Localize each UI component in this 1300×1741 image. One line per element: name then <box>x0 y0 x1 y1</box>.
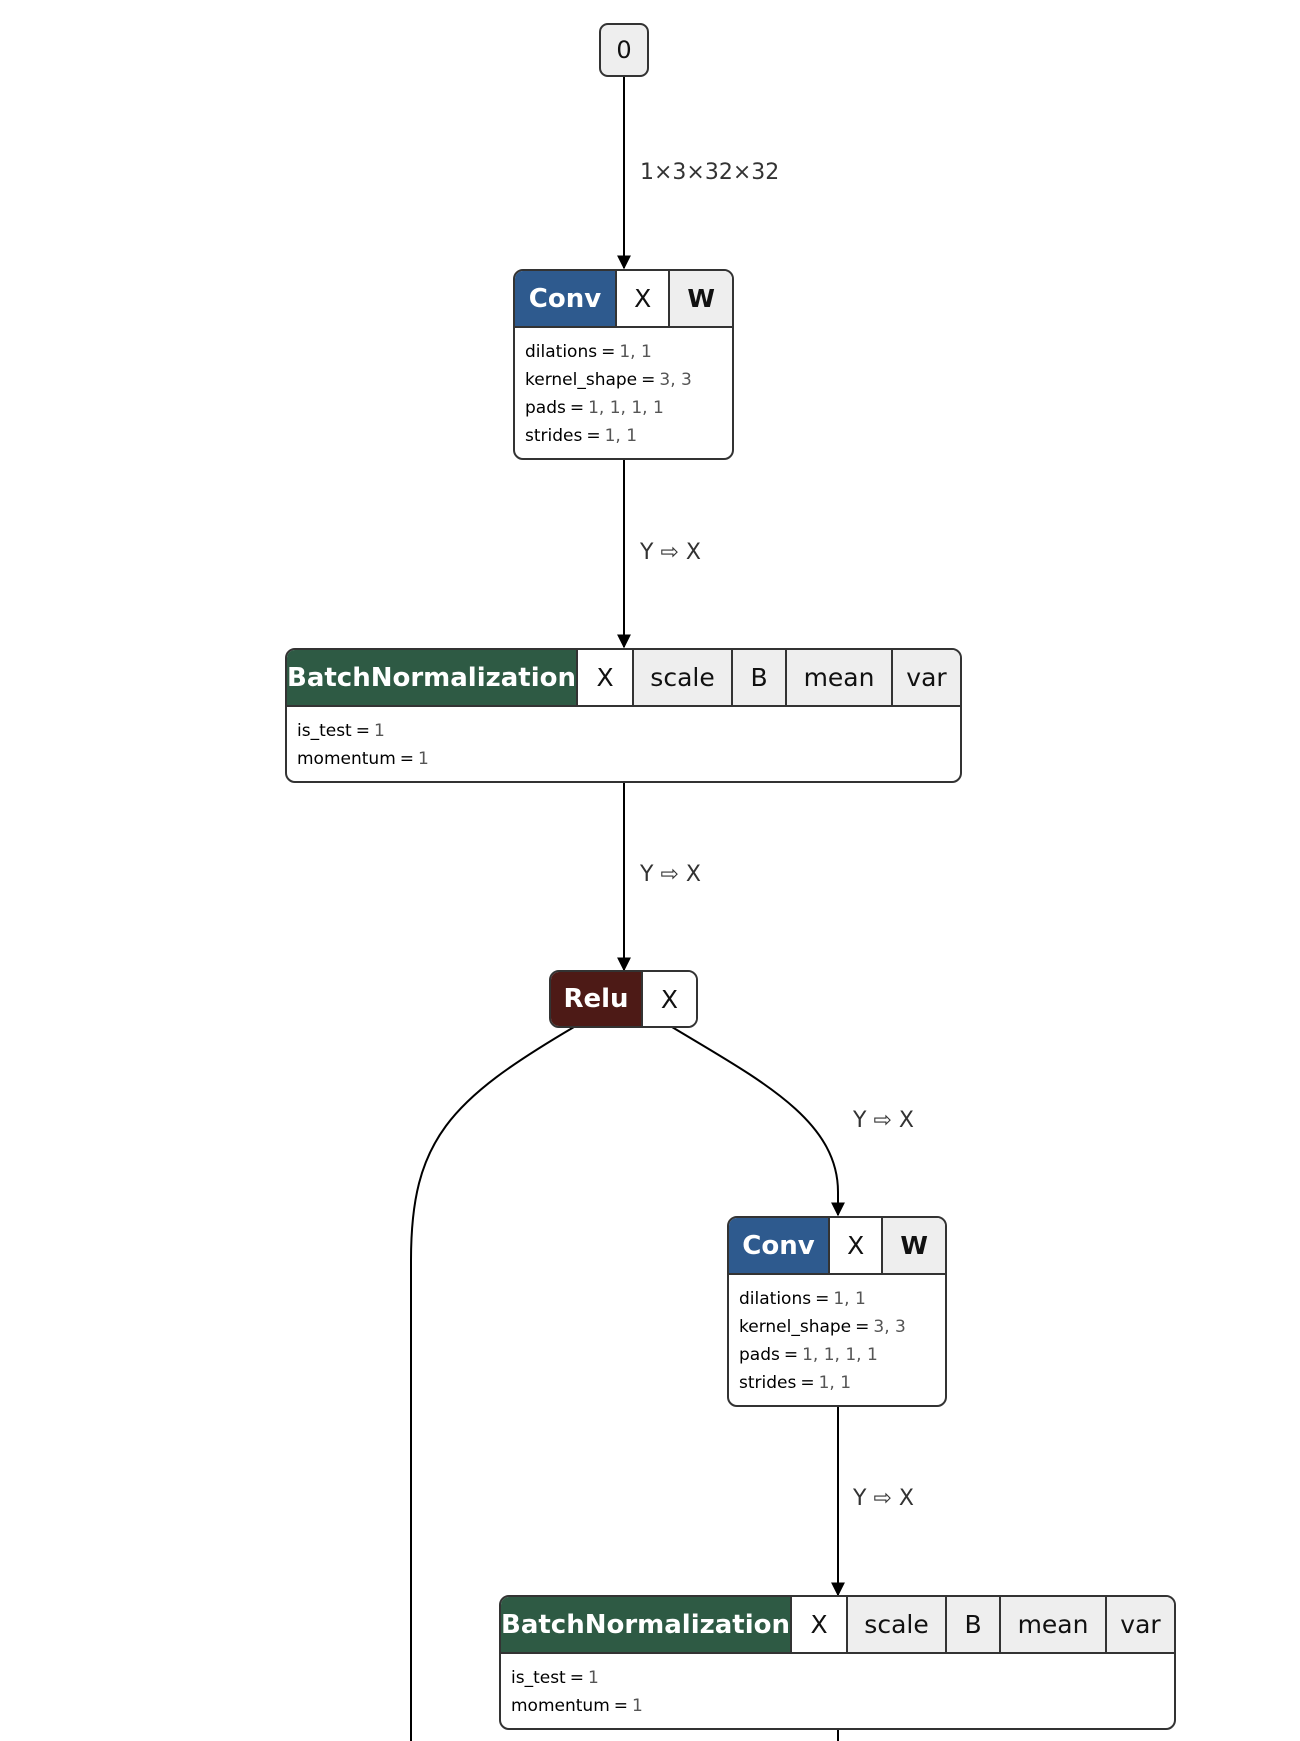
attr-kernel-shape: kernel_shape=3, 3 <box>739 1317 906 1337</box>
batchnorm-node-2-op[interactable]: BatchNormalization <box>501 1597 791 1652</box>
edge-relu1-conv2 <box>671 1026 845 1217</box>
conv-node-1-op[interactable]: Conv <box>515 271 615 326</box>
conv-node-1[interactable]: Conv X W dilations=1, 1 kernel_shape=3, … <box>513 269 734 460</box>
attr-dilations: dilations=1, 1 <box>739 1289 866 1309</box>
attr-strides: strides=1, 1 <box>739 1373 852 1393</box>
batchnorm-node-2-port-var[interactable]: var <box>1105 1597 1174 1652</box>
conv-node-2[interactable]: Conv X W dilations=1, 1 kernel_shape=3, … <box>727 1216 947 1407</box>
input-node[interactable]: 0 <box>599 23 649 77</box>
attr-dilations: dilations=1, 1 <box>525 342 652 362</box>
conv-node-2-port-x[interactable]: X <box>828 1218 882 1273</box>
conv-node-2-op[interactable]: Conv <box>729 1218 828 1273</box>
batchnorm-node-2-attributes: is_test=1 momentum=1 <box>501 1652 1174 1728</box>
batchnorm-node-1-attributes: is_test=1 momentum=1 <box>287 705 960 781</box>
edge-label-bn1-relu1: Y ⇨ X <box>640 862 701 887</box>
batchnorm-node-2-header: BatchNormalization X scale B mean var <box>501 1597 1174 1652</box>
batchnorm-node-1-header: BatchNormalization X scale B mean var <box>287 650 960 705</box>
batchnorm-node-2[interactable]: BatchNormalization X scale B mean var is… <box>499 1595 1176 1730</box>
relu-node-1-port-x[interactable]: X <box>641 972 696 1026</box>
batchnorm-node-1-port-x[interactable]: X <box>576 650 633 705</box>
edge-label-input-shape: 1×3×32×32 <box>640 160 780 185</box>
conv-node-1-port-w[interactable]: W <box>668 271 732 326</box>
attr-momentum: momentum=1 <box>297 749 429 769</box>
batchnorm-node-2-port-b[interactable]: B <box>945 1597 1000 1652</box>
input-node-label: 0 <box>616 36 632 64</box>
batchnorm-node-1-port-scale[interactable]: scale <box>632 650 732 705</box>
conv-node-2-port-w[interactable]: W <box>881 1218 945 1273</box>
edge-label-relu1-conv2: Y ⇨ X <box>853 1108 914 1133</box>
edge-label-conv1-bn1: Y ⇨ X <box>640 540 701 565</box>
conv-node-2-attributes: dilations=1, 1 kernel_shape=3, 3 pads=1,… <box>729 1273 945 1405</box>
attr-strides: strides=1, 1 <box>525 426 638 446</box>
batchnorm-node-2-port-mean[interactable]: mean <box>999 1597 1106 1652</box>
attr-kernel-shape: kernel_shape=3, 3 <box>525 370 692 390</box>
attr-momentum: momentum=1 <box>511 1696 643 1716</box>
conv-node-1-port-x[interactable]: X <box>615 271 669 326</box>
batchnorm-node-1-port-mean[interactable]: mean <box>785 650 892 705</box>
batchnorm-node-2-port-scale[interactable]: scale <box>846 1597 946 1652</box>
attr-is-test: is_test=1 <box>511 1668 599 1688</box>
batchnorm-node-1-port-b[interactable]: B <box>731 650 786 705</box>
conv-node-1-attributes: dilations=1, 1 kernel_shape=3, 3 pads=1,… <box>515 326 732 458</box>
batchnorm-node-2-port-x[interactable]: X <box>790 1597 847 1652</box>
attr-pads: pads=1, 1, 1, 1 <box>739 1345 878 1365</box>
batchnorm-node-1-port-var[interactable]: var <box>891 650 960 705</box>
relu-node-1-header: Relu X <box>551 972 696 1026</box>
batchnorm-node-1-op[interactable]: BatchNormalization <box>287 650 577 705</box>
attr-pads: pads=1, 1, 1, 1 <box>525 398 664 418</box>
conv-node-1-header: Conv X W <box>515 271 732 326</box>
conv-node-2-header: Conv X W <box>729 1218 945 1273</box>
relu-node-1[interactable]: Relu X <box>549 970 698 1028</box>
edge-label-conv2-bn2: Y ⇨ X <box>853 1486 914 1511</box>
attr-is-test: is_test=1 <box>297 721 385 741</box>
relu-node-1-op[interactable]: Relu <box>551 972 641 1026</box>
batchnorm-node-1[interactable]: BatchNormalization X scale B mean var is… <box>285 648 962 783</box>
edge-relu1-skip <box>410 1026 575 1741</box>
